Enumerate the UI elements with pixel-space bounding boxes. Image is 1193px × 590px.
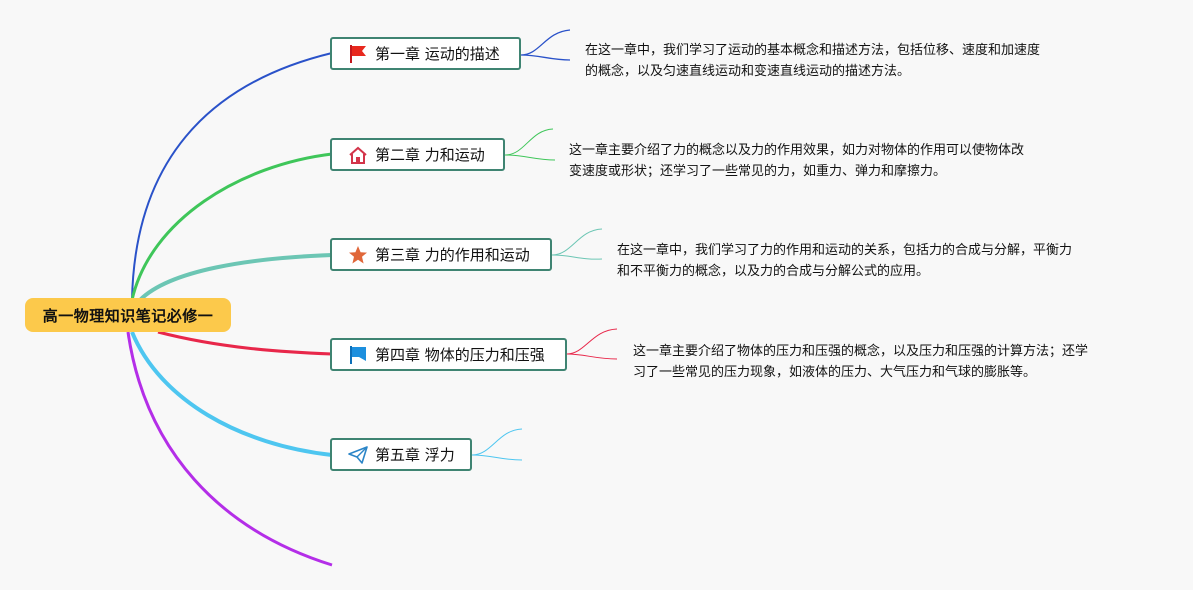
chapter-note-2: 这一章主要介绍了力的概念以及力的作用效果，如力对物体的作用可以使物体改 变速度或…: [569, 140, 1089, 182]
chapter-label-1: 第一章 运动的描述: [375, 45, 500, 63]
chapter-label-2: 第二章 力和运动: [375, 146, 485, 164]
chapter-label-5: 第五章 浮力: [375, 446, 455, 464]
note-line: 在这一章中，我们学习了运动的基本概念和描述方法，包括位移、速度和加速度: [585, 43, 1041, 58]
chapter-node-1[interactable]: 第一章 运动的描述: [330, 37, 521, 70]
paper-plane-icon: [347, 444, 369, 466]
note-line: 的概念，以及匀速直线运动和变速直线运动的描述方法。: [585, 64, 911, 79]
note-line: 这一章主要介绍了力的概念以及力的作用效果，如力对物体的作用可以使物体改: [569, 143, 1025, 158]
note-line-ch5: [471, 428, 523, 461]
note-line-ch2: [504, 128, 556, 161]
chapter-node-2[interactable]: 第二章 力和运动: [330, 138, 505, 171]
branch-line-ch5: [130, 331, 333, 457]
branch-line-ch4: [157, 330, 333, 356]
branch-line-ch3: [138, 253, 333, 302]
note-line: 习了一些常见的压力现象，如液体的压力、大气压力和气球的膨胀等。: [633, 365, 1037, 380]
branch-line-ch2: [130, 152, 333, 301]
note-line: 和不平衡力的概念，以及力的合成与分解公式的应用。: [617, 264, 930, 279]
star-icon: [347, 244, 369, 266]
note-line-ch4: [566, 328, 618, 360]
note-line: 这一章主要介绍了物体的压力和压强的概念，以及压力和压强的计算方法；还学: [633, 344, 1089, 359]
chapter-note-4: 这一章主要介绍了物体的压力和压强的概念，以及压力和压强的计算方法；还学 习了一些…: [633, 341, 1153, 383]
branch-line-extra: [126, 331, 333, 567]
blue-flag-icon: [347, 344, 369, 366]
chapter-note-3: 在这一章中，我们学习了力的作用和运动的关系，包括力的合成与分解，平衡力 和不平衡…: [617, 240, 1137, 282]
note-line-ch3: [551, 228, 603, 260]
chapter-node-3[interactable]: 第三章 力的作用和运动: [330, 238, 552, 271]
note-line: 在这一章中，我们学习了力的作用和运动的关系，包括力的合成与分解，平衡力: [617, 243, 1073, 258]
chapter-note-1: 在这一章中，我们学习了运动的基本概念和描述方法，包括位移、速度和加速度 的概念，…: [585, 40, 1105, 82]
home-icon: [347, 144, 369, 166]
note-line-ch1: [520, 29, 571, 61]
branch-line-ch1: [131, 52, 333, 301]
note-line: 变速度或形状；还学习了一些常见的力，如重力、弹力和摩擦力。: [569, 164, 947, 179]
root-topic[interactable]: 高一物理知识笔记必修一: [25, 298, 231, 332]
chapter-label-4: 第四章 物体的压力和压强: [375, 346, 545, 364]
chapter-label-3: 第三章 力的作用和运动: [375, 246, 530, 264]
red-flag-icon: [347, 43, 369, 65]
chapter-node-4[interactable]: 第四章 物体的压力和压强: [330, 338, 567, 371]
chapter-node-5[interactable]: 第五章 浮力: [330, 438, 472, 471]
